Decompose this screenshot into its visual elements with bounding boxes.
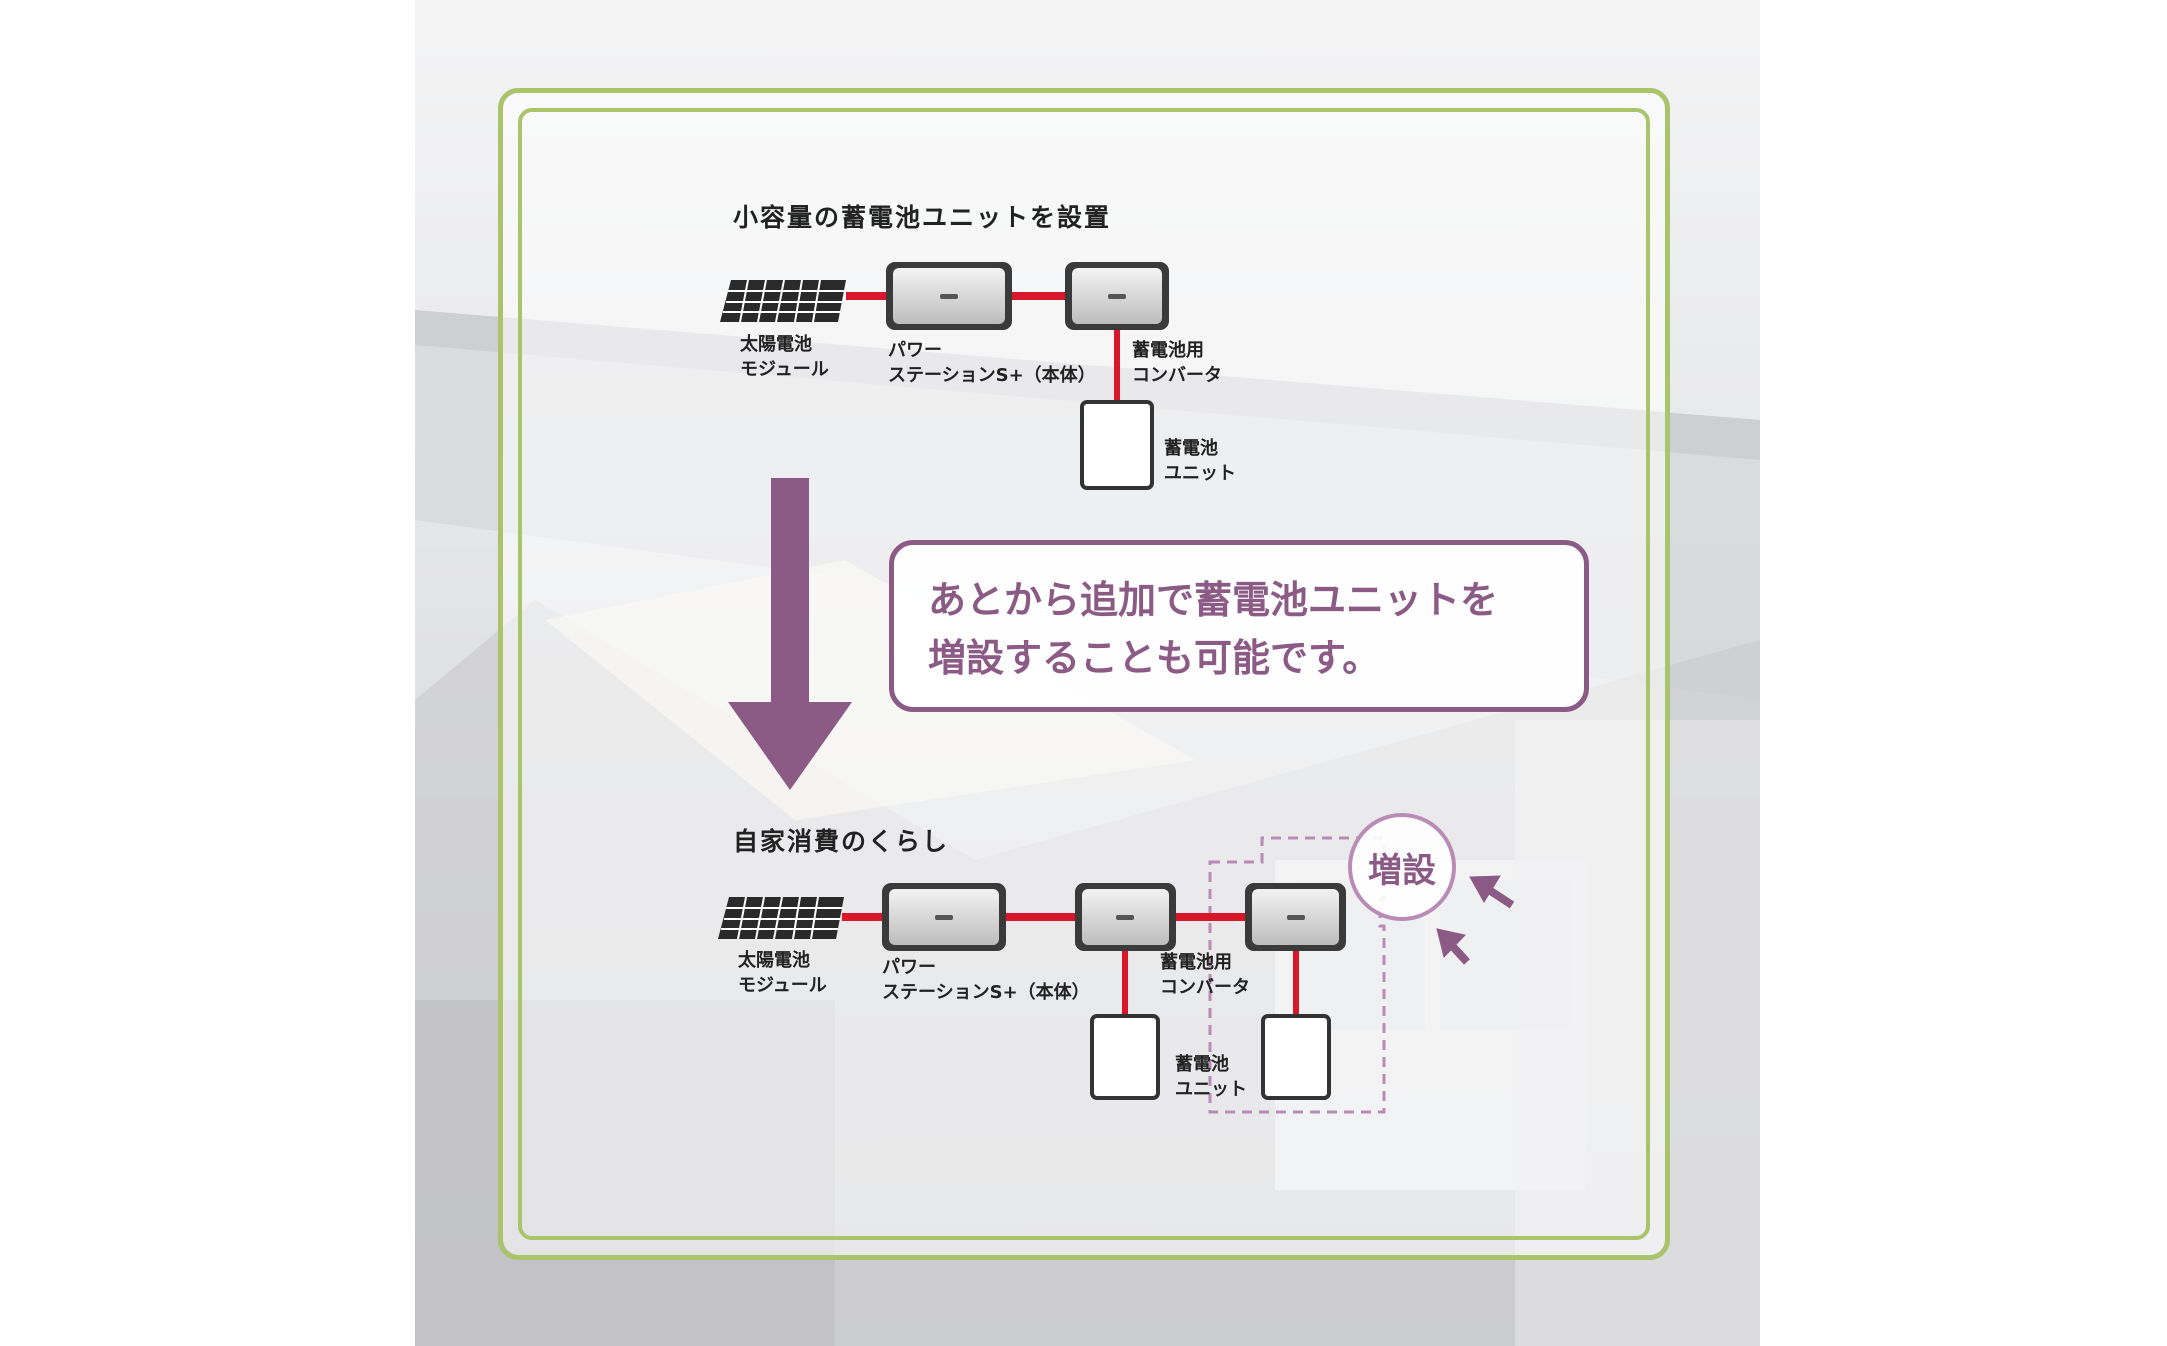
bottom-battery-unit-icon [1090,1014,1160,1100]
top-wiring [846,292,1120,402]
bottom-wiring [842,913,1299,1016]
pointer-arrow-icon [1469,875,1515,909]
top-heading: 小容量の蓄電池ユニットを設置 [733,203,1112,232]
bottom-power-station-icon [882,883,1006,951]
callout-line-2: 増設することも可能です。 [928,636,1381,680]
bottom-solar-label: 太陽電池モジュール [738,950,827,996]
bottom-solar-panel-icon [718,896,844,940]
bottom-converter-icon [1075,883,1176,951]
inner-frame-border [518,108,1650,1240]
top-battery-label: 蓄電池ユニット [1164,438,1236,484]
bottom-battery-label: 蓄電池ユニット [1175,1054,1247,1100]
top-battery-unit-icon [1080,400,1154,490]
expansion-badge: 増設 [1348,813,1456,921]
bottom-power-label: パワーステーションS+（本体） [882,957,1090,1003]
top-power-station-icon [886,262,1012,330]
top-power-label: パワーステーションS+（本体） [888,340,1096,386]
added-battery-unit-icon [1261,1014,1331,1100]
top-solar-label: 太陽電池モジュール [740,334,829,380]
pointer-arrow-icon [1436,928,1470,965]
outer-frame-border [498,88,1670,1260]
top-converter-icon [1065,262,1169,330]
down-arrow [728,478,852,790]
added-converter-icon [1245,883,1346,951]
top-converter-label: 蓄電池用コンバータ [1132,340,1222,386]
bottom-converter-label: 蓄電池用コンバータ [1160,952,1250,998]
callout-line-1: あとから追加で蓄電池ユニットを [928,578,1499,622]
expansion-callout: あとから追加で蓄電池ユニットを 増設することも可能です。 [889,540,1589,712]
top-solar-panel-icon [720,279,846,323]
bottom-heading: 自家消費のくらし [733,827,950,856]
